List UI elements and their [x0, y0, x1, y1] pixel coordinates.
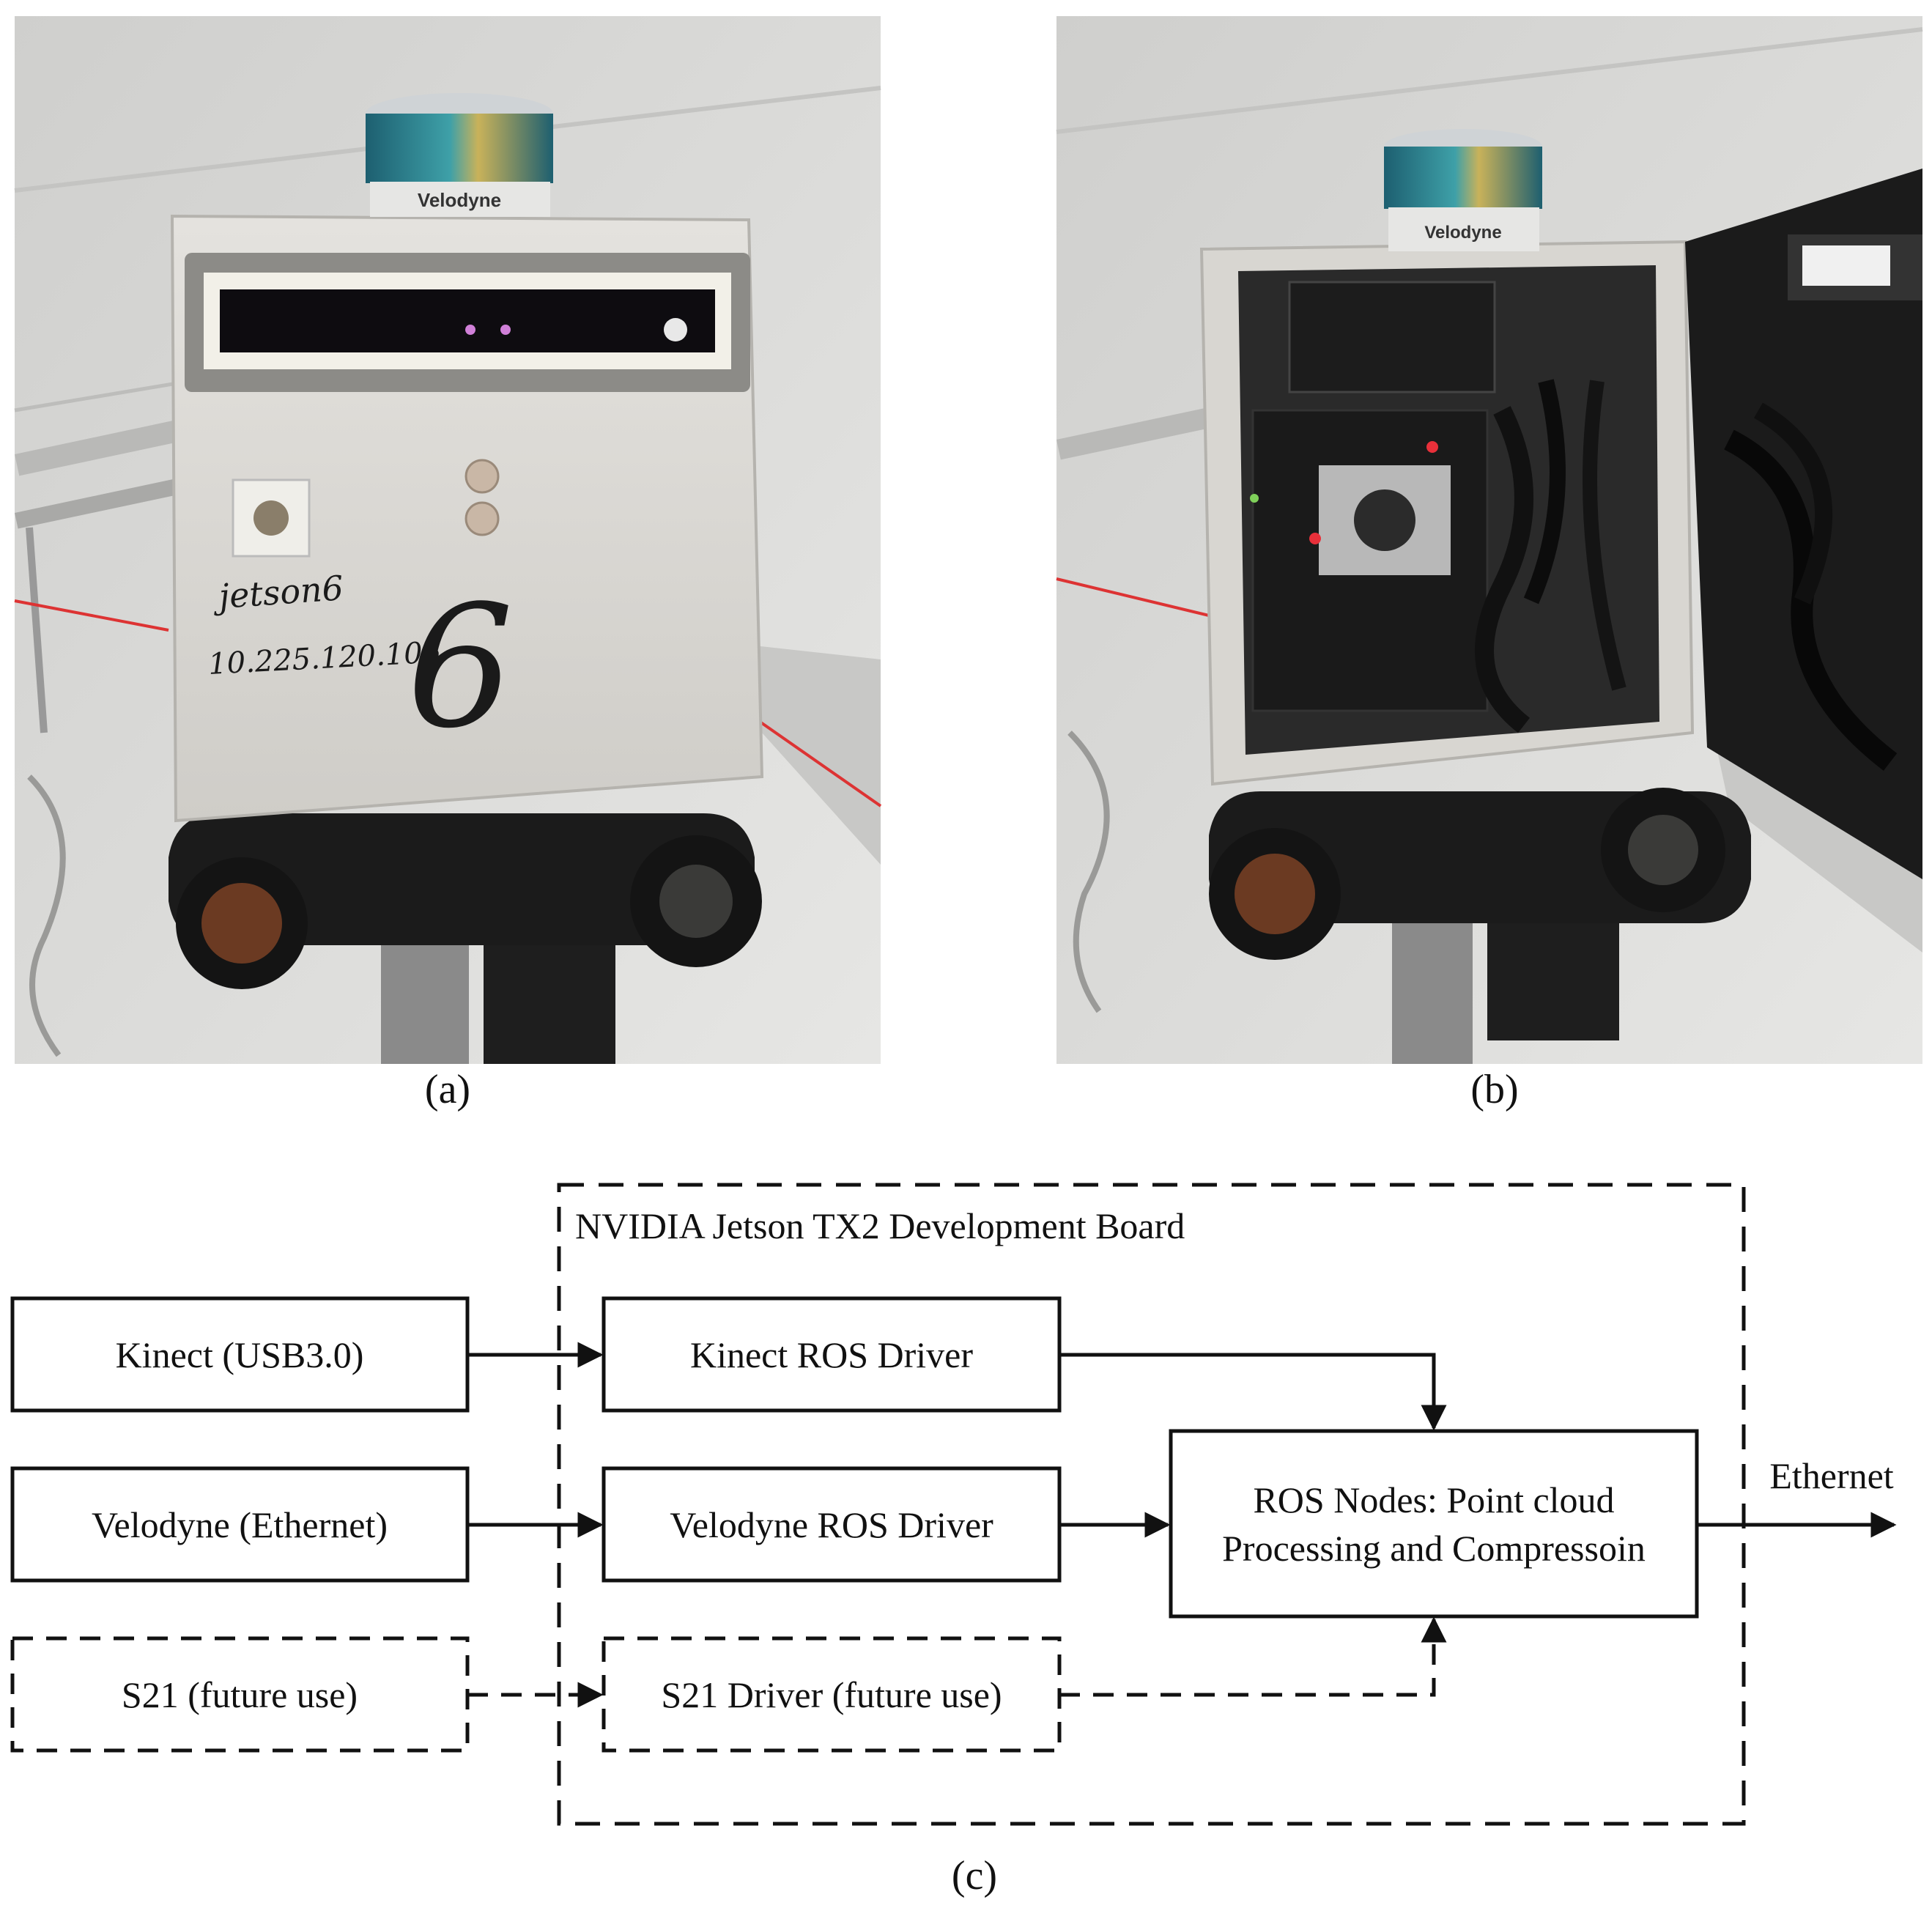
- caption-a: (a): [425, 1067, 470, 1112]
- caption-b: (b): [1470, 1067, 1518, 1112]
- input-box-kinect: Kinect (USB3.0): [10, 1296, 470, 1413]
- input-label-s21: S21 (future use): [122, 1674, 358, 1715]
- handwritten-number: 6: [407, 570, 514, 766]
- board-boundary: [557, 1183, 1746, 1826]
- input-box-s21: S21 (future use): [10, 1636, 470, 1753]
- driver-label-kinect: Kinect ROS Driver: [690, 1334, 973, 1375]
- enclosure-front: [170, 214, 764, 823]
- handwritten-hostname: jetson6: [211, 568, 345, 616]
- driver-label-s21: S21 Driver (future use): [661, 1674, 1002, 1715]
- processing-label-line2: Processing and Compressoin: [1222, 1528, 1646, 1569]
- enclosure-door: [1685, 169, 1922, 879]
- block-diagram: NVIDIA Jetson TX2 Development Board Kine…: [10, 1183, 1897, 1826]
- driver-label-velodyne: Velodyne ROS Driver: [670, 1504, 993, 1545]
- cable-tray-left: [14, 419, 185, 1057]
- caption-c: (c): [952, 1853, 997, 1898]
- driver-box-s21: S21 Driver (future use): [602, 1636, 1062, 1753]
- processing-box: ROS Nodes: Point cloud Processing and Co…: [1169, 1429, 1699, 1619]
- driver-box-velodyne: Velodyne ROS Driver: [602, 1466, 1062, 1583]
- camera-mount: [169, 813, 762, 989]
- processing-label-line1: ROS Nodes: Point cloud: [1253, 1479, 1614, 1520]
- lidar-brand-label: Velodyne: [418, 189, 501, 211]
- driver-box-kinect: Kinect ROS Driver: [602, 1296, 1062, 1413]
- input-label-velodyne: Velodyne (Ethernet): [92, 1504, 388, 1545]
- cable-tray-right: [747, 645, 882, 865]
- camera-mount-b: [1209, 788, 1751, 960]
- velodyne-lidar-b: Velodyne: [1384, 129, 1542, 251]
- open-enclosure: [1199, 240, 1695, 786]
- photo-panel-a: jetson6 10.225.120.106 6 Velodyne: [14, 16, 882, 1064]
- arrow-kinect-driver-to-processing: [1059, 1353, 1447, 1431]
- board-label: NVIDIA Jetson TX2 Development Board: [575, 1205, 1185, 1246]
- input-label-kinect: Kinect (USB3.0): [116, 1334, 364, 1375]
- arrow-s21-driver-to-processing: [1059, 1616, 1447, 1697]
- output-label: Ethernet: [1769, 1455, 1893, 1496]
- lidar-brand-label-b: Velodyne: [1424, 223, 1501, 243]
- input-box-velodyne: Velodyne (Ethernet): [10, 1466, 470, 1583]
- photo-panel-b: Velodyne: [1056, 16, 1923, 1064]
- velodyne-lidar-a: Velodyne: [366, 93, 553, 217]
